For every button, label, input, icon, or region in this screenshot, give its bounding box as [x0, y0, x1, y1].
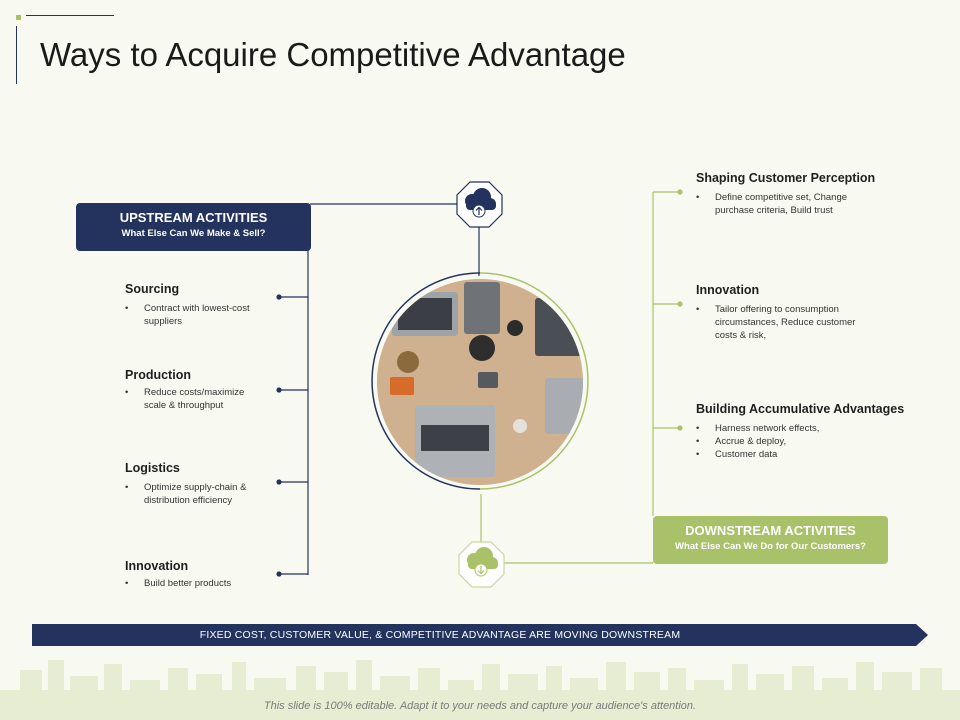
bottom-arrow-banner	[32, 624, 928, 646]
upstream-box: UPSTREAM ACTIVITIES What Else Can We Mak…	[76, 203, 311, 251]
center-photo	[377, 279, 583, 485]
upstream-subtitle: What Else Can We Make & Sell?	[121, 228, 266, 239]
downstream-subtitle: What Else Can We Do for Our Customers?	[675, 541, 866, 552]
downstream-connectors	[480, 191, 680, 564]
left-item-sourcing: Sourcing Contract with lowest-costsuppli…	[125, 282, 285, 328]
connector-dot	[276, 571, 282, 577]
item-heading: Building Accumulative Advantages	[696, 402, 905, 416]
cloud-download-icon	[458, 541, 505, 588]
item-heading: Production	[125, 368, 191, 382]
city-skyline	[0, 660, 960, 720]
item-heading: Innovation	[696, 283, 760, 297]
bullet: Harness network effects,	[696, 422, 946, 435]
bullet: Tailor offering to consumptioncircumstan…	[696, 303, 936, 342]
title-corner-accent	[16, 15, 114, 84]
connector-dot	[677, 189, 683, 195]
item-heading: Logistics	[125, 461, 180, 475]
connector-dot	[677, 301, 683, 307]
bullet: Accrue & deploy,	[696, 435, 946, 448]
bullet: Optimize supply-chain &distribution effi…	[125, 481, 285, 507]
cloud-upload-icon	[456, 181, 503, 228]
page-title: Ways to Acquire Competitive Advantage	[40, 36, 626, 73]
right-item-building-accumulative-advantages: Building Accumulative Advantages Harness…	[696, 402, 946, 461]
downstream-title: DOWNSTREAM ACTIVITIES	[685, 523, 856, 538]
bullet: Customer data	[696, 448, 946, 461]
circle-ring-left	[371, 272, 481, 490]
downstream-box: DOWNSTREAM ACTIVITIES What Else Can We D…	[653, 516, 888, 564]
bullet: Build better products	[125, 577, 285, 590]
footer-note: This slide is 100% editable. Adapt it to…	[263, 700, 697, 712]
item-heading: Sourcing	[125, 282, 180, 296]
connector-dot	[276, 294, 282, 300]
left-item-innovation: Innovation Build better products	[125, 559, 285, 590]
circle-ring-right	[479, 272, 589, 490]
bottom-arrow-text: FIXED COST, CUSTOMER VALUE, & COMPETITIV…	[199, 629, 681, 641]
upstream-title: UPSTREAM ACTIVITIES	[119, 210, 268, 225]
left-item-logistics: Logistics Optimize supply-chain &distrib…	[125, 461, 285, 507]
item-heading: Shaping Customer Perception	[696, 171, 876, 185]
item-heading: Innovation	[125, 559, 189, 573]
right-item-innovation: Innovation Tailor offering to consumptio…	[696, 283, 936, 342]
right-item-shaping-customer-perception: Shaping Customer Perception Define compe…	[696, 171, 936, 217]
connector-dot	[677, 425, 683, 431]
